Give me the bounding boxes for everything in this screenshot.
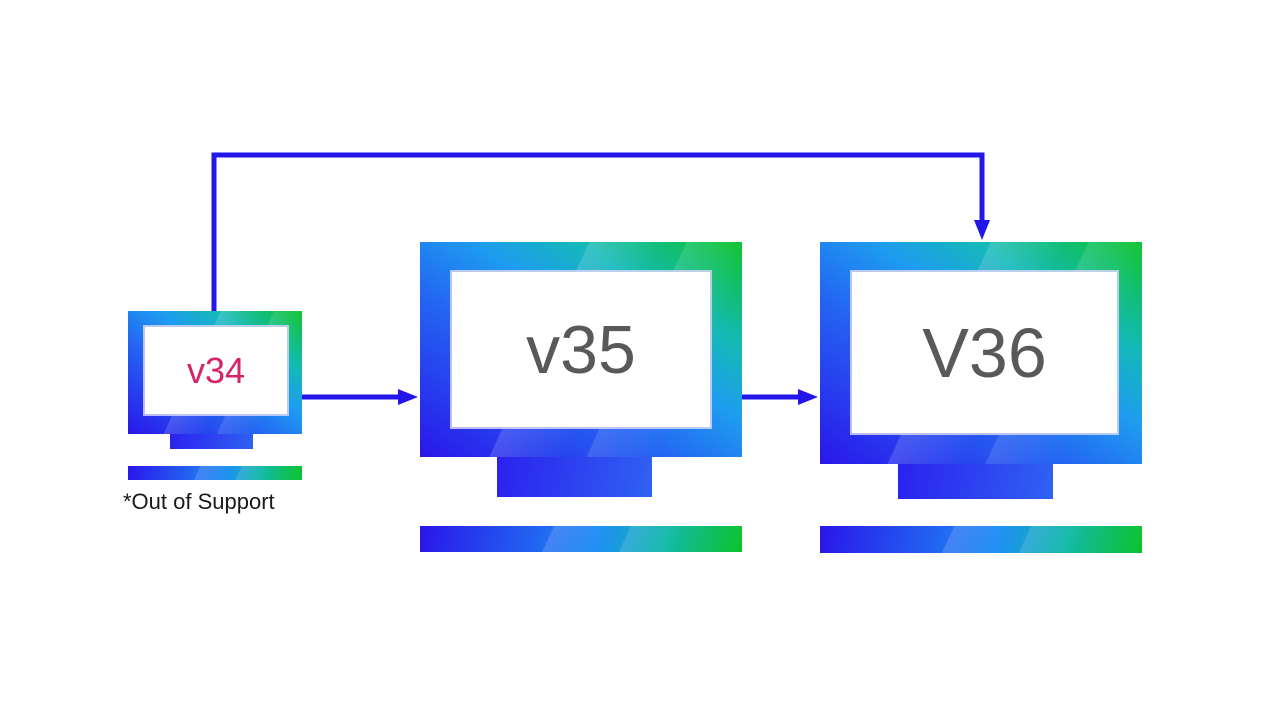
monitor-v36-base-bar (820, 526, 1142, 553)
version-label-v36: V36 (922, 313, 1047, 392)
monitor-v35-stand (497, 457, 652, 497)
monitor-v34-base-bar (128, 466, 302, 480)
monitor-v34-screen: v34 (145, 327, 287, 414)
out-of-support-note: *Out of Support (123, 489, 275, 514)
monitor-v34: v34 (128, 311, 302, 434)
monitor-v36-screen: V36 (852, 272, 1117, 433)
monitor-v36-stand (898, 464, 1053, 499)
monitor-v36: V36 (820, 242, 1142, 464)
monitor-v34-stand (170, 434, 253, 449)
version-label-v34: v34 (186, 349, 246, 391)
monitor-v35-screen: v35 (452, 272, 710, 427)
monitor-v35-base-bar (420, 526, 742, 552)
monitor-v35: v35 (420, 242, 742, 457)
version-label-v35: v35 (526, 311, 636, 388)
edge-v34-to-v36-top (211, 152, 990, 311)
